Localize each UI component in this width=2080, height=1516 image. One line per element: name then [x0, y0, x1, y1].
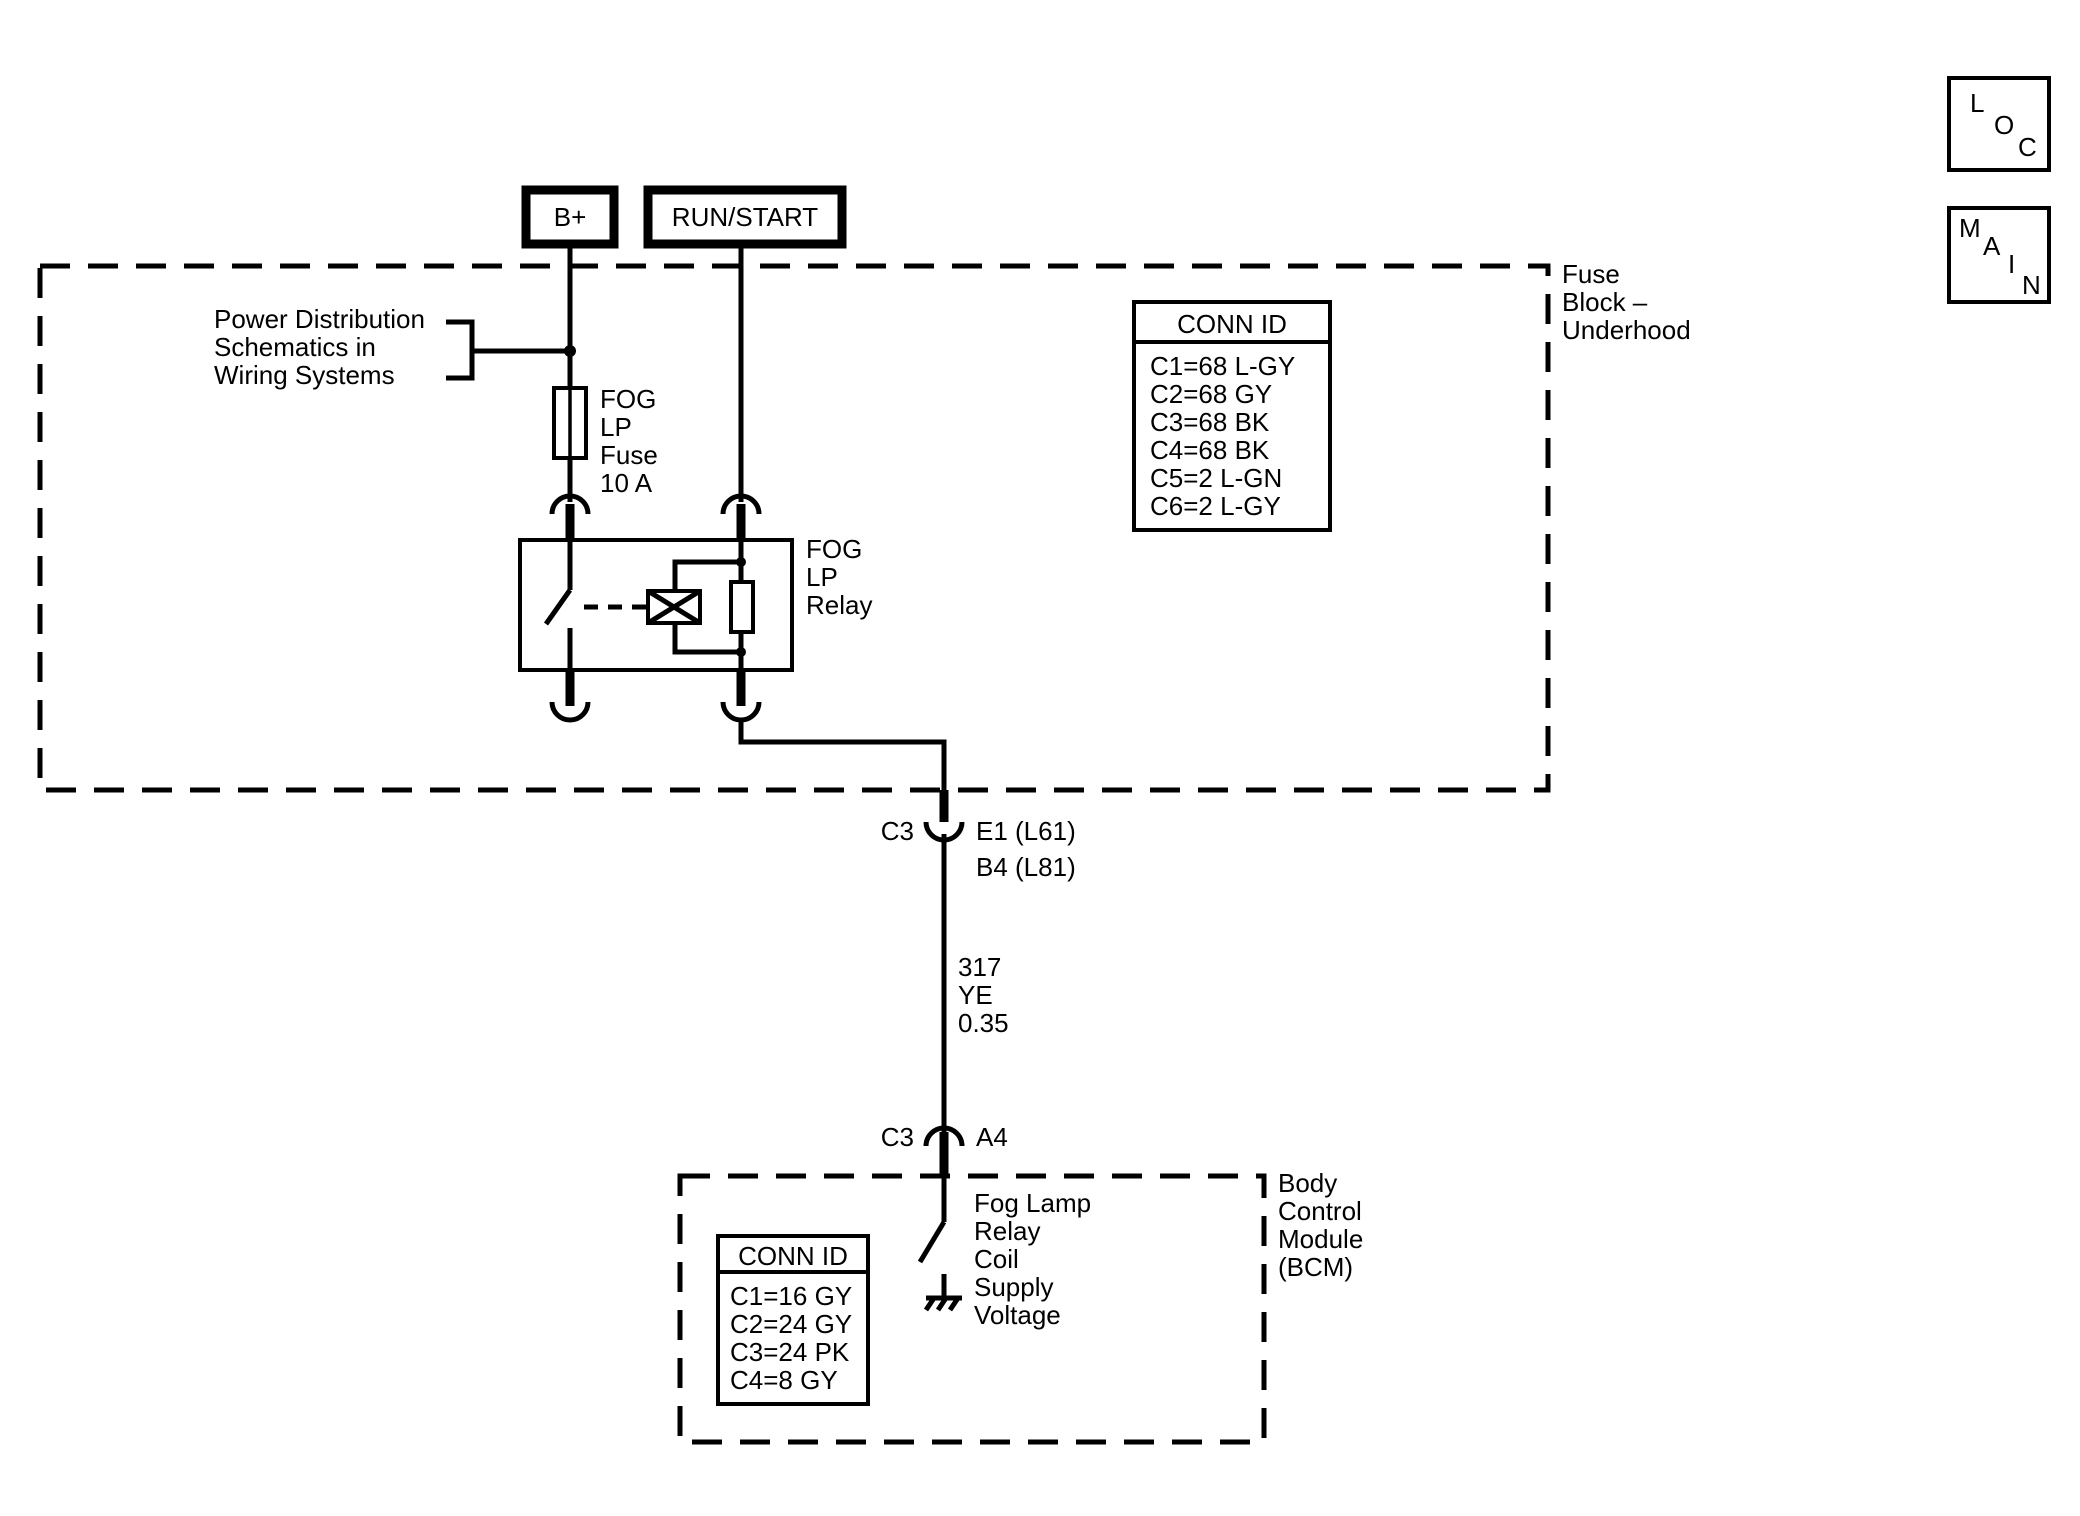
- bcm-input-switch: [917, 1178, 947, 1298]
- bcm-conn-id-title: CONN ID: [738, 1241, 848, 1271]
- bcm-label-line-4: (BCM): [1278, 1252, 1353, 1282]
- run-start-label: RUN/START: [672, 202, 818, 232]
- relay-label-line-2: LP: [806, 562, 838, 592]
- bcm-label-line-1: Body: [1278, 1168, 1337, 1198]
- relay-terminal-bottom-left: [549, 670, 591, 723]
- power-distribution-reference: Power Distribution Schematics in Wiring …: [214, 304, 576, 390]
- wire-size: 0.35: [958, 1008, 1009, 1038]
- connector-upper-pin-1: E1 (L61): [976, 816, 1076, 846]
- fuse-label-line-4: 10 A: [600, 468, 653, 498]
- fuse-block-label-line-2: Block –: [1562, 287, 1648, 317]
- relay-terminal-top-left: [549, 493, 591, 540]
- bcm-input-line-1: Fog Lamp: [974, 1188, 1091, 1218]
- relay-label-line-3: Relay: [806, 590, 872, 620]
- fuse-block-conn-id-table: CONN ID C1=68 L-GY C2=68 GY C3=68 BK C4=…: [1132, 300, 1332, 532]
- bcm-label-line-2: Control: [1278, 1196, 1362, 1226]
- loc-letter-2: O: [1994, 110, 2014, 140]
- connector-c3-lower: C3 A4: [881, 1122, 1008, 1178]
- fuse-block-label-line-3: Underhood: [1562, 315, 1691, 345]
- fuse-label-line-2: LP: [600, 412, 632, 442]
- wire-label: 317 YE 0.35: [958, 952, 1009, 1038]
- connector-lower-name: C3: [881, 1122, 914, 1152]
- run-start-source-box: RUN/START: [643, 185, 847, 249]
- loc-button[interactable]: L O C: [1947, 76, 2051, 172]
- main-letter-2: A: [1983, 231, 2001, 261]
- main-button[interactable]: M A I N: [1947, 206, 2051, 304]
- main-letter-3: I: [2008, 249, 2015, 279]
- relay-label: FOG LP Relay: [806, 534, 872, 620]
- bcm-conn-id-row: C3=24 PK: [730, 1337, 850, 1367]
- connector-lower-pin: A4: [976, 1122, 1008, 1152]
- conn-id-row: C2=68 GY: [1150, 379, 1272, 409]
- bcm-input-line-4: Supply: [974, 1272, 1054, 1302]
- bcm-conn-id-row: C4=8 GY: [730, 1365, 838, 1395]
- relay-label-line-1: FOG: [806, 534, 862, 564]
- fuse-label-line-1: FOG: [600, 384, 656, 414]
- power-ref-line-3: Wiring Systems: [214, 360, 395, 390]
- fuse-block-label-line-1: Fuse: [1562, 259, 1620, 289]
- bcm-input-line-2: Relay: [974, 1216, 1040, 1246]
- battery-source-box: B+: [521, 185, 619, 249]
- bcm-boundary: [677, 1173, 1267, 1445]
- conn-id-row: C4=68 BK: [1150, 435, 1270, 465]
- main-letter-4: N: [2022, 270, 2041, 300]
- relay-output-wire: [738, 720, 947, 790]
- connector-upper-pin-2: B4 (L81): [976, 852, 1076, 882]
- fuse-block-boundary: [37, 263, 1551, 793]
- conn-id-row: C3=68 BK: [1150, 407, 1270, 437]
- fuse-label-line-3: Fuse: [600, 440, 658, 470]
- bcm-input-line-3: Coil: [974, 1244, 1019, 1274]
- bcm-conn-id-row: C1=16 GY: [730, 1281, 852, 1311]
- fog-lp-relay: [518, 538, 794, 672]
- conn-id-row: C5=2 L-GN: [1150, 463, 1282, 493]
- fuse-label: FOG LP Fuse 10 A: [600, 384, 658, 498]
- relay-terminal-top-right: [720, 493, 762, 540]
- conn-id-title: CONN ID: [1177, 309, 1287, 339]
- loc-letter-3: C: [2018, 132, 2037, 162]
- wire-color: YE: [958, 980, 993, 1010]
- conn-id-row: C6=2 L-GY: [1150, 491, 1281, 521]
- bcm-input-label: Fog Lamp Relay Coil Supply Voltage: [974, 1188, 1091, 1330]
- fuse-block-label: Fuse Block – Underhood: [1562, 259, 1691, 345]
- connector-upper-name: C3: [881, 816, 914, 846]
- connector-c3-upper: C3 E1 (L61) B4 (L81): [881, 790, 1076, 882]
- power-ref-line-1: Power Distribution: [214, 304, 425, 334]
- bcm-conn-id-row: C2=24 GY: [730, 1309, 852, 1339]
- bcm-input-line-5: Voltage: [974, 1300, 1061, 1330]
- bcm-label-line-3: Module: [1278, 1224, 1363, 1254]
- ground-icon: [923, 1295, 962, 1312]
- loc-letter-1: L: [1970, 88, 1984, 118]
- battery-label: B+: [554, 202, 587, 232]
- conn-id-row: C1=68 L-GY: [1150, 351, 1295, 381]
- bcm-conn-id-table: CONN ID C1=16 GY C2=24 GY C3=24 PK C4=8 …: [716, 1234, 870, 1406]
- wire-circuit-number: 317: [958, 952, 1001, 982]
- bcm-label: Body Control Module (BCM): [1278, 1168, 1363, 1282]
- main-letter-1: M: [1959, 213, 1981, 243]
- relay-terminal-bottom-right: [720, 670, 762, 723]
- power-ref-line-2: Schematics in: [214, 332, 376, 362]
